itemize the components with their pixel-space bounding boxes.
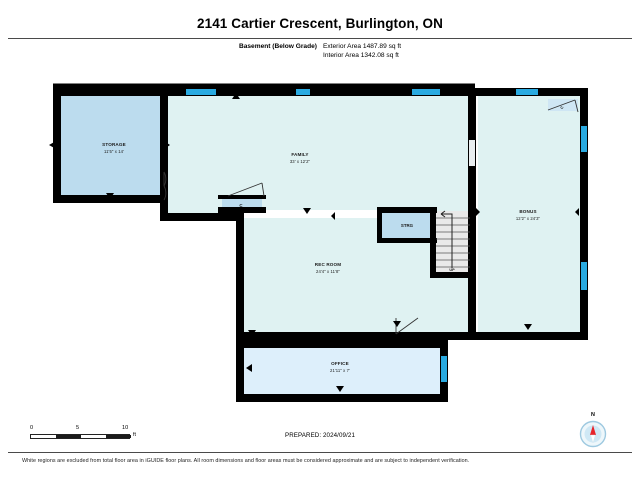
scale-track xyxy=(30,434,131,439)
compass-icon xyxy=(579,420,607,448)
room-name-closet-1: C xyxy=(239,203,243,208)
level-label: Basement (Below Grade) xyxy=(238,43,317,50)
scale-segment-2 xyxy=(106,435,131,438)
window-top-1 xyxy=(186,89,216,95)
room-name-family: FAMILY xyxy=(291,152,308,157)
room-label-storage: STORAGE 11'5" x 14' xyxy=(102,142,126,154)
window-top-3 xyxy=(412,89,440,95)
scale-min: 0 xyxy=(30,425,34,431)
room-label-family: FAMILY 33' x 12'2" xyxy=(290,152,311,164)
room-dim-office: 21'11" x 7' xyxy=(330,368,350,373)
level-summary: Basement (Below Grade) Exterior Area 148… xyxy=(0,43,640,59)
windows xyxy=(186,89,587,382)
room-name-bonus: BONUS xyxy=(519,209,536,214)
stairs-up-label: UP xyxy=(449,268,455,272)
room-name-storage: STORAGE xyxy=(102,142,126,147)
room-fill-rec xyxy=(240,218,470,332)
room-dim-bonus: 12'2" x 24'3" xyxy=(516,216,541,221)
header-divider xyxy=(8,38,632,39)
room-name-closet-2: C xyxy=(560,105,565,110)
room-label-office: OFFICE 21'11" x 7' xyxy=(330,361,350,373)
scale-unit: ft xyxy=(133,432,136,438)
room-dim-storage: 11'5" x 14' xyxy=(104,149,124,154)
room-name-office: OFFICE xyxy=(331,361,349,366)
window-top-4 xyxy=(516,89,538,95)
scale-max: 10 xyxy=(122,425,129,431)
room-dim-rec: 24'4" x 11'8" xyxy=(316,269,340,274)
scale-bar: 0 5 10 ft xyxy=(30,425,136,439)
room-label-rec: REC ROOM 24'4" x 11'8" xyxy=(315,262,341,274)
stairs xyxy=(436,210,470,268)
doors xyxy=(163,99,579,335)
room-label-bonus: BONUS 12'2" x 24'3" xyxy=(516,209,541,221)
window-bonus-left xyxy=(469,140,475,166)
window-bonus-right-2 xyxy=(581,262,587,290)
compass-north-label: N xyxy=(591,412,595,418)
room-fill-strg xyxy=(381,211,433,239)
room-dim-family: 33' x 12'2" xyxy=(290,159,311,164)
dimension-arrows xyxy=(49,93,579,392)
area-summary: Exterior Area 1487.89 sq ft Interior Are… xyxy=(323,43,401,59)
window-top-2 xyxy=(296,89,310,95)
exterior-area: Exterior Area 1487.89 sq ft xyxy=(322,43,402,50)
interior-area: Interior Area 1342.08 sq ft xyxy=(322,51,399,59)
scale-mid: 5 xyxy=(76,425,80,431)
window-bonus-right-1 xyxy=(581,126,587,152)
compass-rose: N xyxy=(578,412,608,448)
room-name-strg: STRG xyxy=(401,223,414,228)
page-title: 2141 Cartier Crescent, Burlington, ON xyxy=(196,16,443,31)
room-fill-bonus xyxy=(478,95,583,332)
prepared-date: PREPARED: 2024/09/21 xyxy=(285,432,355,439)
room-fill-storage xyxy=(58,92,162,197)
room-name-rec: REC ROOM xyxy=(315,262,341,267)
window-office-right xyxy=(441,356,447,382)
footer-divider xyxy=(8,452,632,453)
disclaimer-text: White regions are excluded from total fl… xyxy=(22,458,470,464)
scale-numbers: 0 5 10 xyxy=(30,425,135,434)
scale-segment-1 xyxy=(56,435,81,438)
room-fill-family xyxy=(165,92,470,218)
